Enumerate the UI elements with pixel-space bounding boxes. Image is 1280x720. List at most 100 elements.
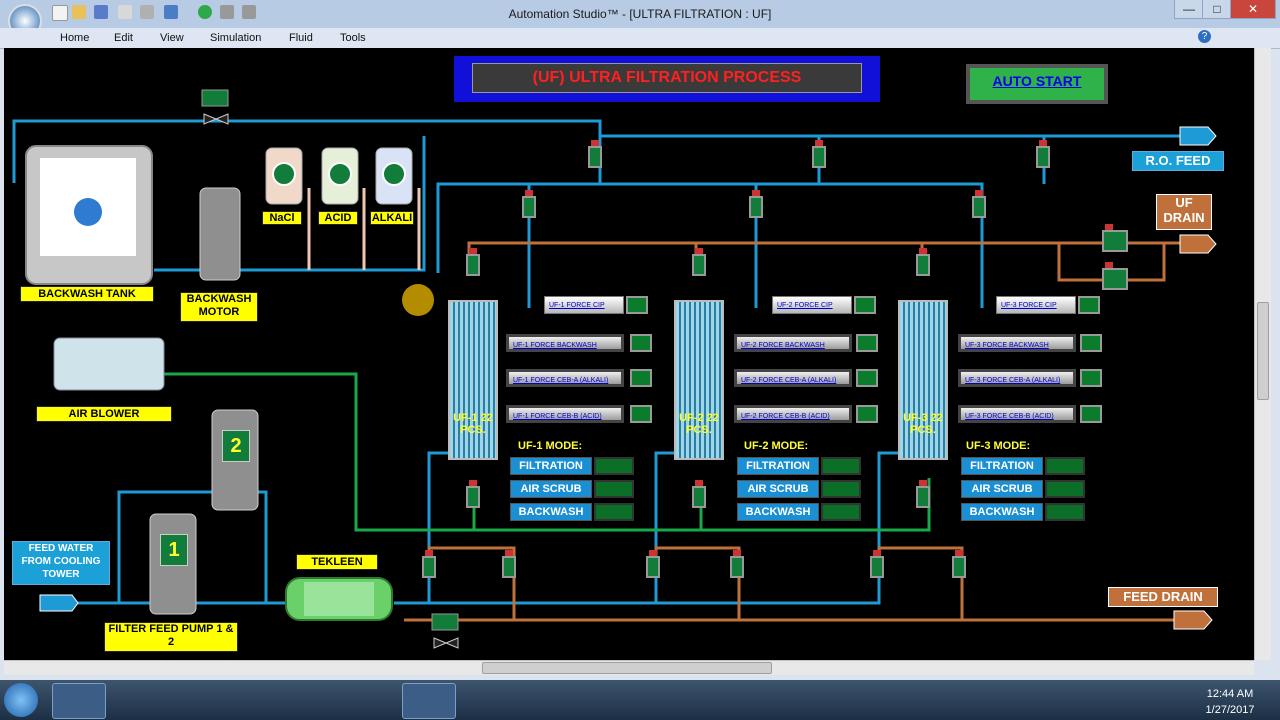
- uf-3-force-backwash-button[interactable]: UF-3 FORCE BACKWASH: [958, 334, 1076, 352]
- valve-uf3-drain-top[interactable]: [916, 248, 930, 276]
- valve-uf1-air[interactable]: [466, 480, 480, 508]
- uf-2-force-ceb-b-indicator: [856, 405, 878, 423]
- acid-label: ACID: [318, 211, 358, 225]
- taskbar-media-player-icon[interactable]: [52, 683, 106, 719]
- uf-1-force-ceb-b-button[interactable]: UF-1 FORCE CEB-B (ACID): [506, 405, 624, 423]
- valve-uf-drain-2[interactable]: [1102, 262, 1128, 290]
- stop-icon[interactable]: [220, 5, 234, 19]
- valve-uf3-ro[interactable]: [1036, 140, 1050, 168]
- uf-3-membrane[interactable]: [898, 300, 948, 460]
- air-blower-label: AIR BLOWER: [36, 406, 172, 422]
- uf-2-force-cip-button[interactable]: UF-2 FORCE CIP: [772, 296, 852, 314]
- step-icon[interactable]: [242, 5, 256, 19]
- menu-view[interactable]: View: [160, 32, 184, 44]
- filtrate-header-pipe: [436, 182, 984, 273]
- uf-2-backwash-button[interactable]: BACKWASH: [737, 503, 819, 521]
- uf-1-membrane[interactable]: [448, 300, 498, 460]
- uf-1-air-scrub-button[interactable]: AIR SCRUB: [510, 480, 592, 498]
- open-icon[interactable]: [72, 5, 86, 19]
- uf-2-air-scrub-button[interactable]: AIR SCRUB: [737, 480, 819, 498]
- undo-icon[interactable]: [164, 5, 178, 19]
- start-button-icon[interactable]: [4, 683, 38, 717]
- pump-1-number: 1: [160, 534, 188, 566]
- uf-drain-pipe: [467, 241, 1184, 264]
- valve-uf1-ro[interactable]: [588, 140, 602, 168]
- auto-start-button[interactable]: AUTO START: [966, 64, 1108, 104]
- valve-uf2-air[interactable]: [692, 480, 706, 508]
- taskbar-library-icon[interactable]: [112, 683, 164, 717]
- menu-home[interactable]: Home: [60, 32, 90, 44]
- feed-header-pipe: [394, 451, 904, 605]
- menu-fluid[interactable]: Fluid: [289, 32, 313, 44]
- uf-2-force-backwash-button[interactable]: UF-2 FORCE BACKWASH: [734, 334, 852, 352]
- uf-1-force-ceb-a-button[interactable]: UF-1 FORCE CEB-A (ALKALI): [506, 369, 624, 387]
- uf-3-filtration-indicator: [1045, 457, 1085, 475]
- new-icon[interactable]: [52, 5, 68, 21]
- backwash-top-pipe: [12, 119, 602, 183]
- valve-uf3-feed[interactable]: [870, 550, 884, 578]
- uf-2-filtration-button[interactable]: FILTRATION: [737, 457, 819, 475]
- uf-2-force-ceb-a-button[interactable]: UF-2 FORCE CEB-A (ALKALI): [734, 369, 852, 387]
- taskbar-firefox-icon[interactable]: [286, 683, 338, 717]
- taskbar-ie-icon[interactable]: [170, 683, 222, 717]
- horizontal-scrollbar[interactable]: [4, 660, 1254, 675]
- valve-uf2-feed[interactable]: [646, 550, 660, 578]
- valve-uf2-backwash[interactable]: [749, 190, 763, 218]
- valve-uf2-feed-drain[interactable]: [730, 550, 744, 578]
- uf-2-force-ceb-a-indicator: [856, 369, 878, 387]
- uf-3-force-ceb-b-indicator: [1080, 405, 1102, 423]
- clock-time[interactable]: 12:44 AM: [1206, 688, 1254, 700]
- tray-icons[interactable]: [1112, 694, 1196, 708]
- uf-3-name: UF-3 22 PCS.: [903, 412, 943, 436]
- window-title: Automation Studio™ - [ULTRA FILTRATION :…: [508, 7, 772, 21]
- uf-2-name: UF-2 22 PCS.: [679, 412, 719, 436]
- minimize-button[interactable]: —: [1174, 0, 1204, 19]
- uf-1-backwash-button[interactable]: BACKWASH: [510, 503, 592, 521]
- uf-3-filtration-button[interactable]: FILTRATION: [961, 457, 1043, 475]
- valve-uf1-feed[interactable]: [422, 550, 436, 578]
- help-icon[interactable]: ?: [1198, 30, 1211, 43]
- valve-uf2-drain-top[interactable]: [692, 248, 706, 276]
- horizontal-scroll-thumb[interactable]: [482, 662, 772, 674]
- valve-uf3-feed-drain[interactable]: [952, 550, 966, 578]
- save-icon[interactable]: [94, 5, 108, 19]
- close-button[interactable]: ✕: [1230, 0, 1276, 19]
- uf-2-filtration-indicator: [821, 457, 861, 475]
- valve-uf1-backwash[interactable]: [522, 190, 536, 218]
- vertical-scrollbar[interactable]: [1254, 48, 1271, 660]
- uf-1-force-backwash-button[interactable]: UF-1 FORCE BACKWASH: [506, 334, 624, 352]
- valve-uf1-feed-drain[interactable]: [502, 550, 516, 578]
- clock-date[interactable]: 1/27/2017: [1205, 704, 1255, 716]
- uf-2-membrane[interactable]: [674, 300, 724, 460]
- menu-simulation[interactable]: Simulation: [210, 32, 262, 44]
- uf-3-force-ceb-a-button[interactable]: UF-3 FORCE CEB-A (ALKALI): [958, 369, 1076, 387]
- uf-1-filtration-button[interactable]: FILTRATION: [510, 457, 592, 475]
- backwash-motor: [199, 187, 241, 281]
- backwash-tank-label: BACKWASH TANK: [20, 286, 154, 302]
- uf-3-backwash-button[interactable]: BACKWASH: [961, 503, 1043, 521]
- uf-3-force-ceb-b-button[interactable]: UF-3 FORCE CEB-B (ACID): [958, 405, 1076, 423]
- uf-2-force-backwash-indicator: [856, 334, 878, 352]
- settings-icon[interactable]: [140, 5, 154, 19]
- uf-3-force-cip-button[interactable]: UF-3 FORCE CIP: [996, 296, 1076, 314]
- uf-drain-arrow: [1179, 234, 1217, 254]
- maximize-button[interactable]: □: [1202, 0, 1232, 19]
- play-icon[interactable]: [198, 5, 212, 19]
- print-icon[interactable]: [118, 5, 132, 19]
- valve-uf3-backwash[interactable]: [972, 190, 986, 218]
- valve-uf2-ro[interactable]: [812, 140, 826, 168]
- uf-1-force-cip-button[interactable]: UF-1 FORCE CIP: [544, 296, 624, 314]
- menu-tools[interactable]: Tools: [340, 32, 366, 44]
- menu-edit[interactable]: Edit: [114, 32, 133, 44]
- schematic-canvas[interactable]: (UF) ULTRA FILTRATION PROCESS AUTO START…: [4, 48, 1254, 660]
- valve-uf3-air[interactable]: [916, 480, 930, 508]
- taskbar-automation-studio-icon[interactable]: [402, 683, 456, 719]
- valve-uf1-drain-top[interactable]: [466, 248, 480, 276]
- vertical-scroll-thumb[interactable]: [1257, 302, 1269, 400]
- taskbar-excel-icon[interactable]: [344, 683, 396, 717]
- taskbar-explorer-icon[interactable]: [228, 683, 280, 717]
- valve-uf-drain-1[interactable]: [1102, 224, 1128, 252]
- uf-3-air-scrub-button[interactable]: AIR SCRUB: [961, 480, 1043, 498]
- filter-pump-label: FILTER FEED PUMP 1 & 2: [104, 622, 238, 652]
- uf-2-force-ceb-b-button[interactable]: UF-2 FORCE CEB-B (ACID): [734, 405, 852, 423]
